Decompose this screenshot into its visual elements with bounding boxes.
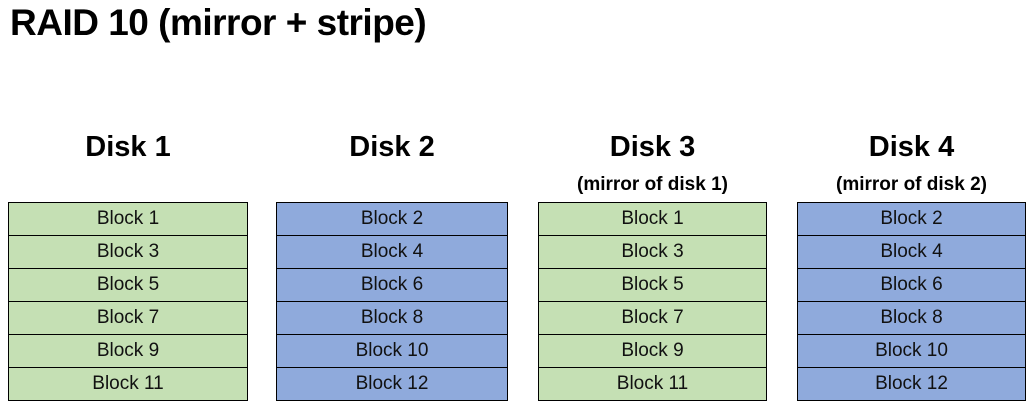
block-cell: Block 7 <box>8 301 248 335</box>
disk-subtitle: (mirror of disk 1) <box>577 174 728 195</box>
block-cell: Block 3 <box>538 235 767 269</box>
block-cell: Block 6 <box>797 268 1026 302</box>
block-cell: Block 5 <box>8 268 248 302</box>
block-cell: Block 2 <box>276 202 508 236</box>
disk-title: Disk 4 <box>868 131 955 163</box>
disk-subtitle: (mirror of disk 2) <box>836 174 987 195</box>
disk-subtitle <box>8 172 248 202</box>
diagram-title: RAID 10 (mirror + stripe) <box>10 2 427 43</box>
block-cell: Block 8 <box>797 301 1026 335</box>
block-cell: Block 12 <box>276 367 508 401</box>
block-cell: Block 11 <box>8 367 248 401</box>
block-cell: Block 7 <box>538 301 767 335</box>
block-cell: Block 1 <box>538 202 767 236</box>
disk-title: Disk 3 <box>609 131 696 163</box>
block-cell: Block 12 <box>797 367 1026 401</box>
block-cell: Block 10 <box>276 334 508 368</box>
block-cell: Block 2 <box>797 202 1026 236</box>
block-cell: Block 3 <box>8 235 248 269</box>
block-cell: Block 10 <box>797 334 1026 368</box>
disk-title: Disk 2 <box>349 131 435 163</box>
block-cell: Block 4 <box>276 235 508 269</box>
block-cell: Block 11 <box>538 367 767 401</box>
block-cell: Block 1 <box>8 202 248 236</box>
block-cell: Block 9 <box>538 334 767 368</box>
block-cell: Block 6 <box>276 268 508 302</box>
block-cell: Block 4 <box>797 235 1026 269</box>
block-cell: Block 8 <box>276 301 508 335</box>
disk-subtitle <box>276 172 508 202</box>
disk-title: Disk 1 <box>85 131 171 163</box>
block-cell: Block 5 <box>538 268 767 302</box>
block-cell: Block 9 <box>8 334 248 368</box>
